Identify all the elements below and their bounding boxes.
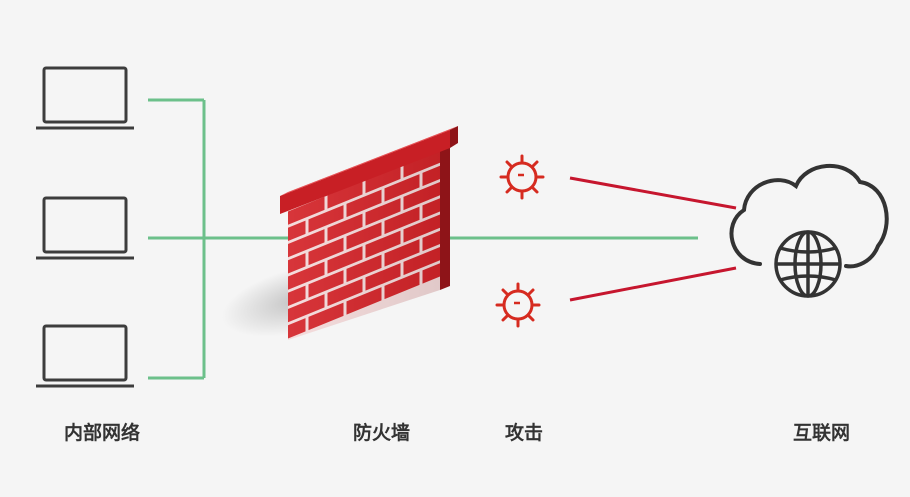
laptop-icon xyxy=(36,68,134,128)
cloud-globe-icon xyxy=(731,166,886,296)
attack-line-lower xyxy=(570,268,736,300)
virus-icon xyxy=(501,156,543,198)
label-attack: 攻击 xyxy=(505,418,543,445)
laptop-icon xyxy=(36,326,134,386)
globe-icon xyxy=(776,232,840,296)
virus-icon xyxy=(497,284,539,326)
label-internal-network: 内部网络 xyxy=(64,418,140,445)
laptop-icon xyxy=(36,198,134,258)
attack-line-upper xyxy=(570,178,736,208)
wall-side xyxy=(440,136,450,290)
label-internet: 互联网 xyxy=(793,418,850,445)
label-firewall: 防火墙 xyxy=(353,418,410,445)
